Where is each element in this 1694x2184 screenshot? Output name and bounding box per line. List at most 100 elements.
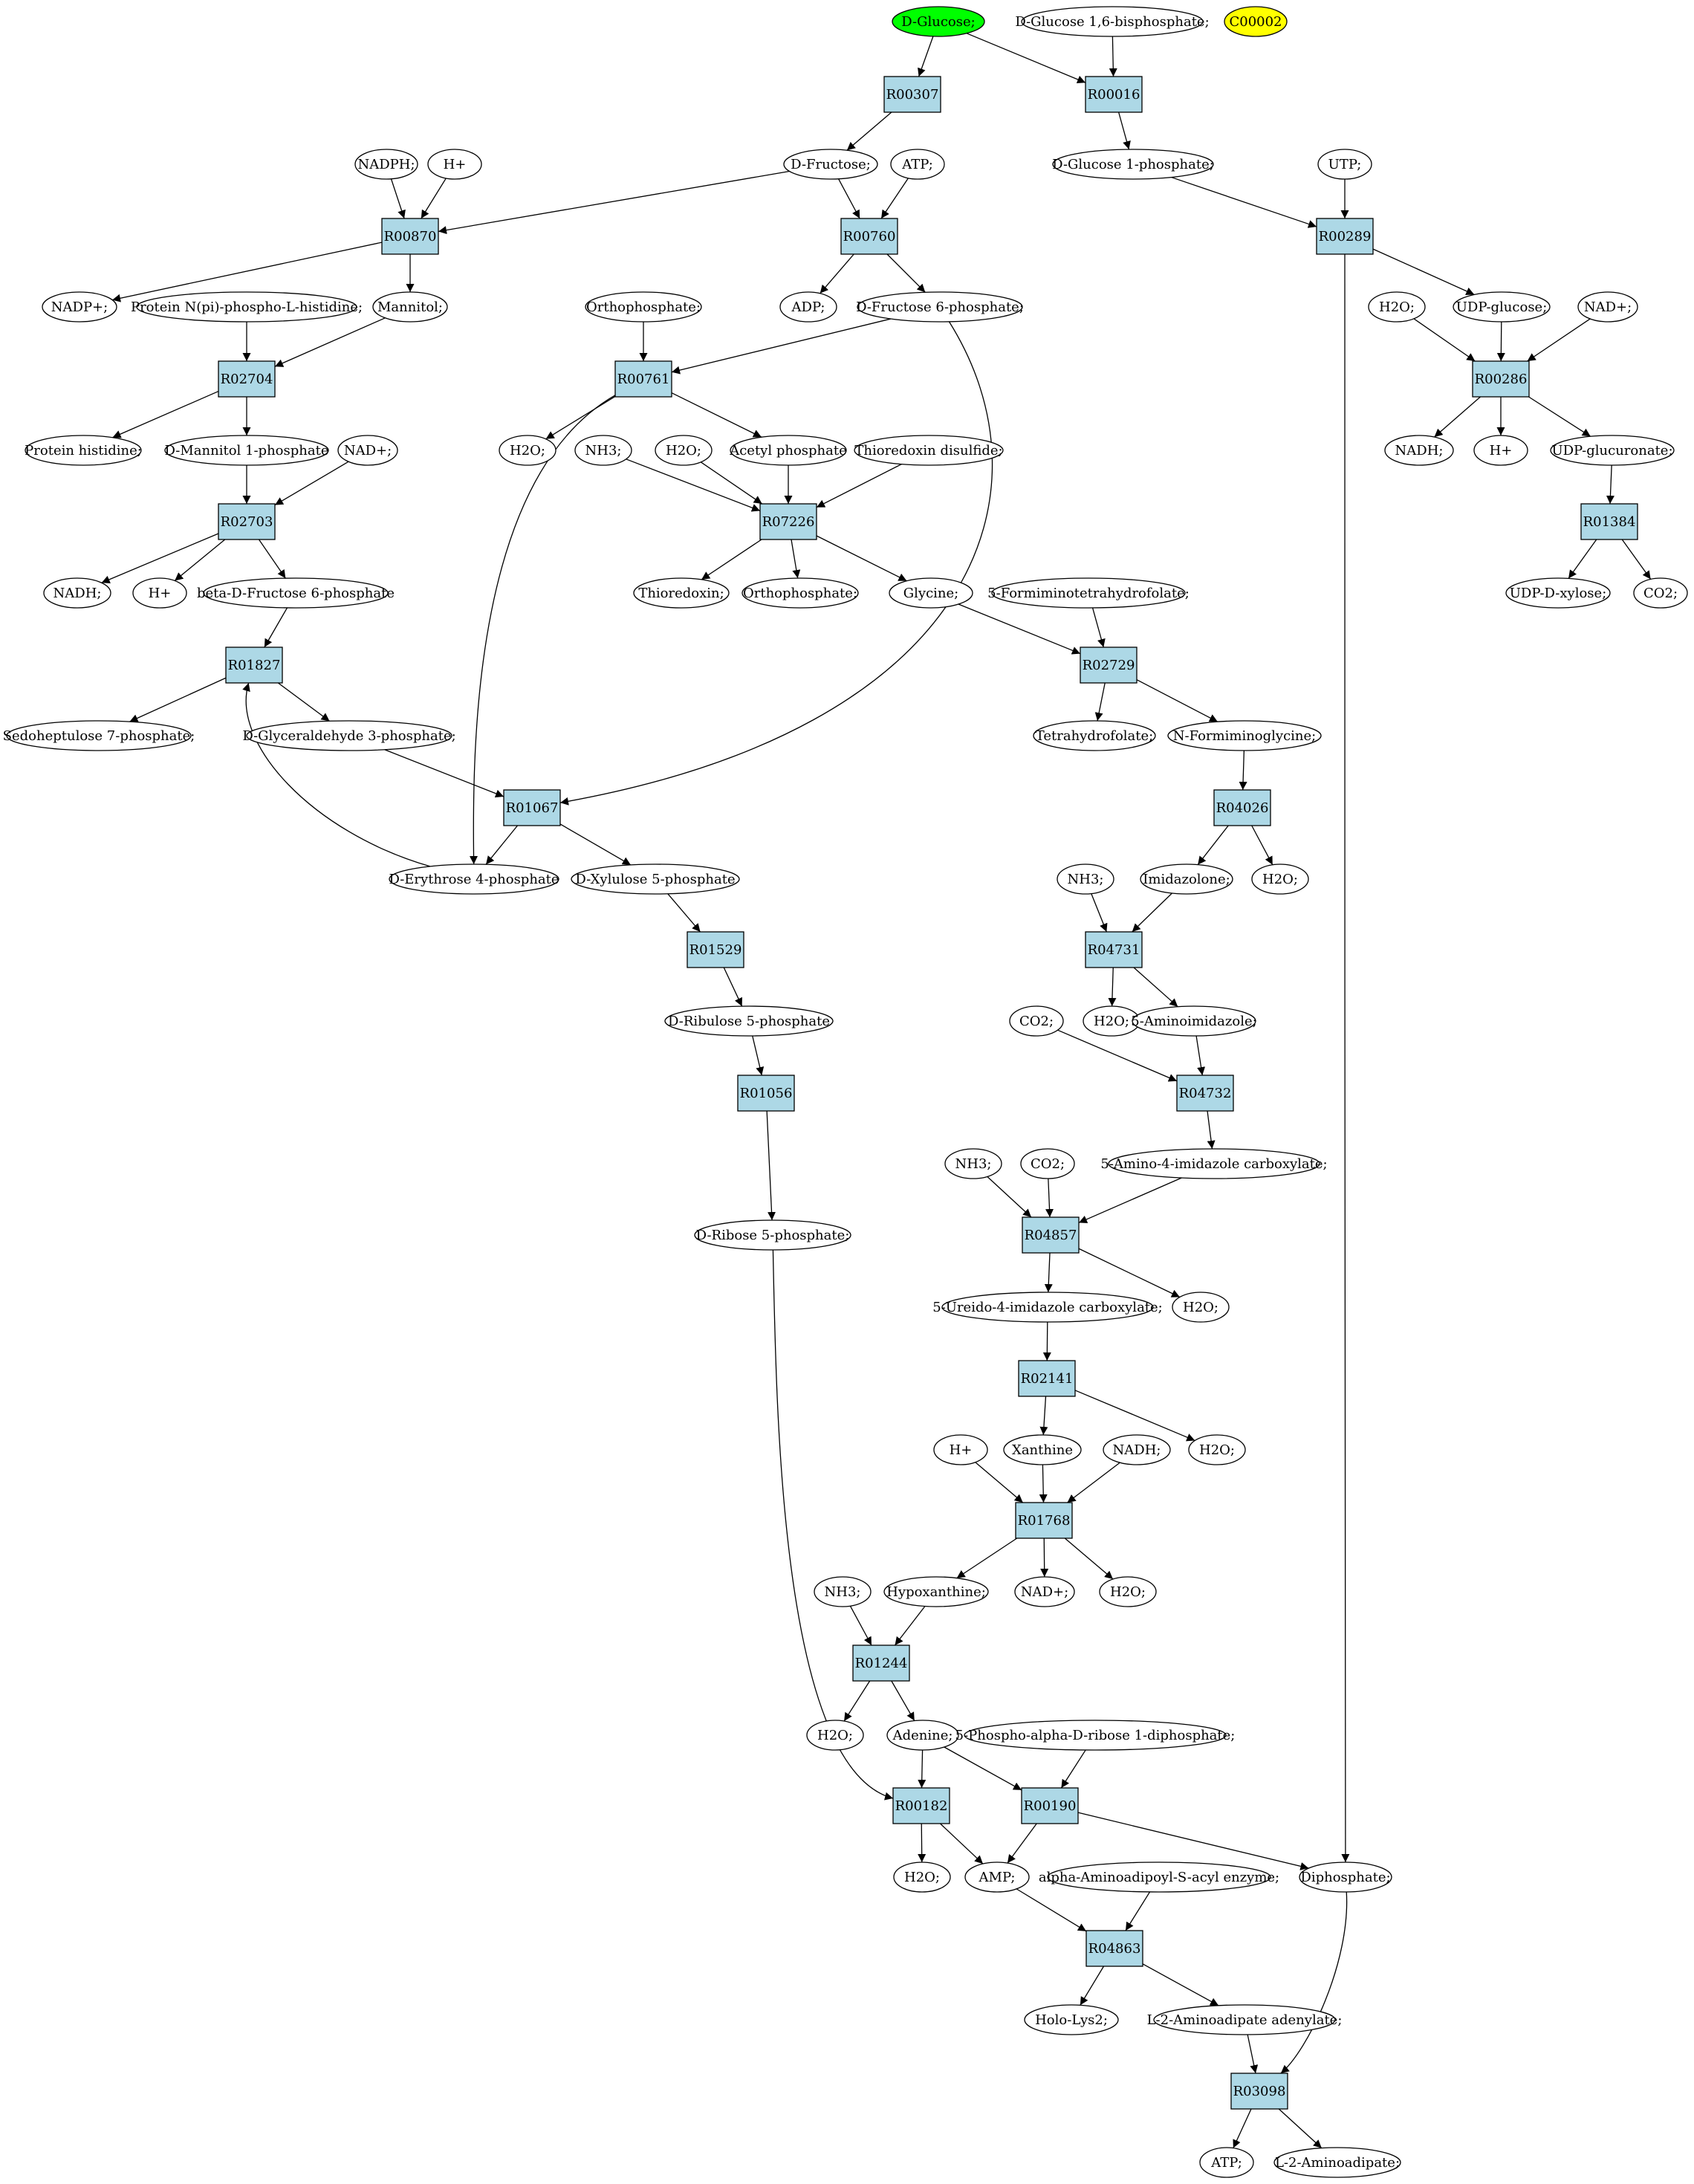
reaction-node-r00761[interactable]: R00761 (614, 360, 672, 398)
compound-node-h2o-a[interactable]: H2O; (1368, 291, 1426, 323)
reaction-node-r00870[interactable]: R00870 (381, 218, 439, 255)
compound-node-x5p[interactable]: D-Xylulose 5-phosphate (571, 863, 740, 895)
compound-node-h2o-h[interactable]: H2O; (1099, 1576, 1157, 1607)
compound-node-nadp[interactable]: NADP+; (42, 291, 117, 323)
compound-node-prothis[interactable]: Protein histidine; (25, 435, 142, 466)
compound-node-udpxyl[interactable]: UDP-D-xylose; (1505, 577, 1611, 609)
compound-node-nadplus3[interactable]: NAD+; (1014, 1576, 1075, 1607)
compound-node-l2aaad[interactable]: L-2-Aminoadipate adenylate; (1147, 2004, 1343, 2035)
reaction-node-r01244[interactable]: R01244 (852, 1645, 910, 1682)
compound-node-aaacyl[interactable]: alpha-Aminoadipoyl-S-acyl enzyme; (1039, 1861, 1279, 1893)
compound-node-hplus4[interactable]: H+ (933, 1434, 988, 1465)
compound-node-s7p[interactable]: Sedoheptulose 7-phosphate; (3, 720, 195, 751)
reaction-node-r04857[interactable]: R04857 (1022, 1216, 1080, 1254)
compound-node-h2o-c[interactable]: H2O; (655, 435, 713, 466)
compound-node-mannitol[interactable]: Mannitol; (372, 291, 448, 323)
compound-node-protnpi[interactable]: Protein N(pi)-phospho-L-histidine; (131, 291, 363, 323)
compound-node-nadh1[interactable]: NADH; (1384, 435, 1454, 466)
reaction-node-r01067[interactable]: R01067 (503, 789, 561, 826)
compound-node-m1p[interactable]: D-Mannitol 1-phosphate (164, 435, 329, 466)
compound-node-fructose[interactable]: D-Fructose; (783, 149, 878, 180)
compound-node-5ai[interactable]: 5-Aminoimidazole; (1131, 1005, 1257, 1037)
reaction-node-r01056[interactable]: R01056 (737, 1075, 795, 1112)
compound-node-hypox[interactable]: Hypoxanthine; (883, 1576, 989, 1607)
compound-node-5fthf[interactable]: 5-Formiminotetrahydrofolate; (987, 577, 1190, 609)
compound-node-hololys2[interactable]: Holo-Lys2; (1024, 2004, 1119, 2035)
compound-node-atp2[interactable]: ATP; (1199, 2147, 1254, 2178)
reaction-node-r01529[interactable]: R01529 (687, 931, 744, 968)
compound-node-diphos[interactable]: Diphosphate; (1299, 1861, 1392, 1893)
compound-node-adp[interactable]: ADP; (779, 291, 837, 323)
reaction-node-r00760[interactable]: R00760 (840, 218, 898, 255)
compound-node-h2o-j[interactable]: H2O; (893, 1861, 951, 1893)
compound-node-prpp[interactable]: 5-Phospho-alpha-D-ribose 1-diphosphate; (955, 1720, 1236, 1751)
reaction-node-r02729[interactable]: R02729 (1080, 647, 1138, 684)
compound-node-g3p[interactable]: D-Glyceraldehyde 3-phosphate; (242, 720, 456, 751)
compound-node-amp[interactable]: AMP; (964, 1861, 1030, 1893)
compound-node-nadplus2[interactable]: NAD+; (337, 435, 398, 466)
compound-node-h2o-g[interactable]: H2O; (1188, 1434, 1246, 1465)
compound-node-acetylp[interactable]: Acetyl phosphate (729, 435, 847, 466)
compound-node-nadh3[interactable]: NADH; (1103, 1434, 1171, 1465)
compound-node-udpglcu[interactable]: UDP-glucuronate; (1550, 435, 1675, 466)
compound-node-5u4ic[interactable]: 5-Ureido-4-imidazole carboxylate; (932, 1292, 1163, 1323)
reaction-node-r00307[interactable]: R00307 (883, 76, 941, 113)
reaction-node-r04863[interactable]: R04863 (1085, 1930, 1143, 1967)
compound-node-h2o-f[interactable]: H2O; (1172, 1292, 1230, 1323)
compound-node-glycine[interactable]: Glycine; (889, 577, 973, 609)
reaction-node-r00286[interactable]: R00286 (1472, 360, 1530, 398)
reaction-node-r03098[interactable]: R03098 (1230, 2073, 1288, 2110)
compound-node-utp[interactable]: UTP; (1317, 149, 1372, 180)
compound-node-co2-c[interactable]: CO2; (1020, 1148, 1075, 1179)
reaction-node-r00190[interactable]: R00190 (1021, 1787, 1079, 1824)
compound-node-nfgly[interactable]: N-Formiminoglycine; (1167, 720, 1322, 751)
reaction-node-r04732[interactable]: R04732 (1176, 1075, 1234, 1112)
compound-node-hplus3[interactable]: H+ (132, 577, 187, 609)
compound-node-g1p[interactable]: D-Glucose 1-phosphate; (1052, 149, 1214, 180)
reaction-node-r00182[interactable]: R00182 (892, 1787, 950, 1824)
compound-node-nh3-b[interactable]: NH3; (1057, 863, 1114, 895)
compound-node-thiodis[interactable]: Thioredoxin disulfide; (854, 435, 1004, 466)
reaction-node-r00289[interactable]: R00289 (1316, 218, 1374, 255)
compound-node-co2-b[interactable]: CO2; (1009, 1005, 1064, 1037)
compound-node-nh3-c[interactable]: NH3; (944, 1148, 1002, 1179)
reaction-node-r01768[interactable]: R01768 (1015, 1502, 1073, 1539)
compound-node-imidazolone[interactable]: Imidazolone; (1140, 863, 1233, 895)
compound-node-orthop1[interactable]: Orthophosphate; (585, 291, 702, 323)
compound-node-r5p[interactable]: D-Ribose 5-phosphate; (694, 1219, 851, 1251)
compound-node-thio[interactable]: Thioredoxin; (633, 577, 730, 609)
compound-node-ru5p[interactable]: D-Ribulose 5-phosphate (664, 1005, 834, 1037)
compound-node-f6p[interactable]: D-Fructose 6-phosphate; (856, 291, 1024, 323)
reaction-node-r01384[interactable]: R01384 (1580, 503, 1638, 540)
compound-node-xanthine[interactable]: Xanthine (1003, 1434, 1082, 1465)
reaction-node-r02141[interactable]: R02141 (1018, 1360, 1076, 1397)
reaction-node-r07226[interactable]: R07226 (759, 503, 817, 540)
compound-node-udpglc[interactable]: UDP-glucose; (1453, 291, 1551, 323)
reaction-node-r00016[interactable]: R00016 (1085, 76, 1143, 113)
compound-node-c00002[interactable]: C00002 (1224, 6, 1288, 37)
compound-node-orthop2[interactable]: Orthophosphate; (741, 577, 859, 609)
reaction-node-r01827[interactable]: R01827 (225, 647, 283, 684)
compound-node-hplus2[interactable]: H+ (1473, 435, 1528, 466)
compound-node-adenine[interactable]: Adenine; (886, 1720, 959, 1751)
compound-node-nh3-a[interactable]: NH3; (574, 435, 632, 466)
compound-node-g16bp[interactable]: D-Glucose 1,6-bisphosphate; (1015, 6, 1210, 37)
reaction-node-r02704[interactable]: R02704 (218, 360, 276, 398)
reaction-node-r04026[interactable]: R04026 (1213, 789, 1271, 826)
compound-node-nadh2[interactable]: NADH; (43, 577, 111, 609)
compound-node-h2o-i[interactable]: H2O; (806, 1720, 864, 1751)
compound-node-5a4ic[interactable]: 5-Amino-4-imidazole carboxylate; (1100, 1148, 1328, 1179)
compound-node-h2o-d[interactable]: H2O; (1251, 863, 1309, 895)
compound-node-bf6p[interactable]: beta-D-Fructose 6-phosphate (197, 577, 395, 609)
compound-node-glucose[interactable]: D-Glucose; (892, 6, 985, 37)
compound-node-nadplus1[interactable]: NAD+; (1577, 291, 1638, 323)
compound-node-atp1[interactable]: ATP; (890, 149, 945, 180)
compound-node-h2o-b[interactable]: H2O; (499, 435, 556, 466)
reaction-node-r02703[interactable]: R02703 (218, 503, 276, 540)
compound-node-e4p[interactable]: D-Erythrose 4-phosphate (389, 863, 559, 895)
reaction-node-r04731[interactable]: R04731 (1085, 931, 1143, 968)
compound-node-nh3-d[interactable]: NH3; (814, 1576, 872, 1607)
compound-node-thf[interactable]: Tetrahydrofolate; (1033, 720, 1156, 751)
compound-node-hplus1[interactable]: H+ (427, 149, 482, 180)
compound-node-l2aa[interactable]: L-2-Aminoadipate; (1273, 2147, 1401, 2178)
